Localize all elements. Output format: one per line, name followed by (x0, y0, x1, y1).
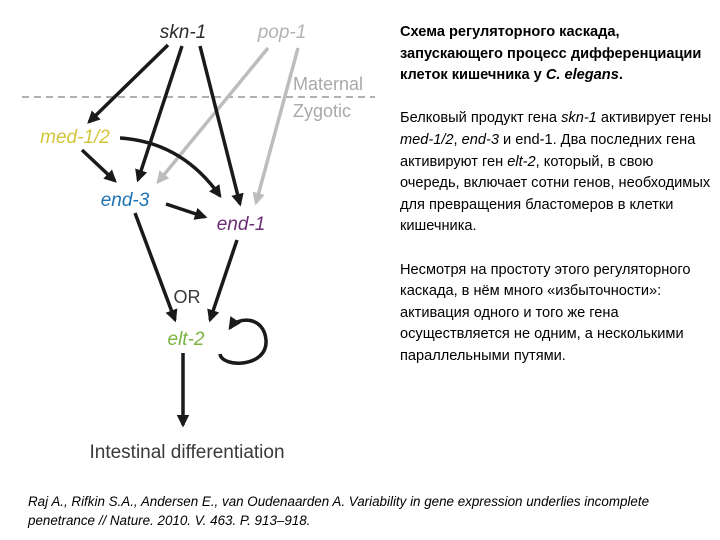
p1-text-b: активирует гены (596, 110, 712, 127)
gene-label-pop1: pop-1 (257, 22, 307, 43)
gene-label-end3: end-3 (101, 190, 150, 211)
arrow-elt2-self-loop (218, 316, 268, 365)
arrow-med12-to-end1 (119, 136, 222, 199)
arrow-end1-to-elt2 (207, 239, 239, 323)
gene-label-med12: med-1/2 (40, 127, 110, 148)
arrow-skn1-to-end1 (198, 45, 244, 207)
p1-gene-med12: med-1/2 (400, 131, 454, 148)
panel-title-end: . (618, 67, 623, 84)
arrow-pop1-to-end1 (252, 47, 300, 206)
arrow-end3-to-elt2 (133, 212, 178, 323)
panel-title-text: Схема регуляторного каскада, запускающег… (400, 24, 702, 84)
maternal-label: Maternal (293, 74, 363, 94)
or-label: OR (174, 287, 201, 307)
citation: Raj A., Rifkin S.A., Andersen E., van Ou… (28, 494, 650, 528)
p1-gene-skn1: skn-1 (561, 110, 597, 127)
gene-label-skn1: skn-1 (160, 22, 206, 43)
arrow-pop1-to-end3 (156, 46, 270, 184)
arrow-skn1-to-end3 (135, 45, 184, 183)
arrow-skn1-to-med12 (87, 43, 170, 124)
p1-text-a: Белковый продукт гена (400, 110, 562, 127)
p1-gene-elt2: elt-2 (507, 153, 536, 170)
p1-text-d: и end-1. Два последних гена активируют г… (400, 131, 696, 170)
panel-title-species: C. elegans (545, 67, 619, 84)
p1-text-e: , который, в свою очередь, включает сотн… (400, 153, 711, 235)
gene-label-end1: end-1 (217, 214, 266, 235)
panel-paragraph-2: Несмотря на простоту этого регуляторного… (400, 261, 691, 364)
arrow-med12-to-end3 (80, 148, 117, 183)
gene-label-elt2: elt-2 (168, 329, 205, 350)
p1-text-c: , (453, 131, 462, 148)
arrow-end3-to-end1 (165, 202, 208, 220)
panel-paragraph-1: Белковый продукт гена skn-1 активирует г… (400, 108, 716, 238)
regulatory-cascade-diagram: skn-1 pop-1 Maternal Zygotic med-1/2 end… (22, 22, 375, 463)
outcome-label: Intestinal differentiation (89, 442, 284, 463)
description-panel: Схема регуляторного каскада, запускающег… (400, 22, 716, 368)
zygotic-label: Zygotic (293, 101, 351, 121)
p1-gene-end3: end-3 (461, 131, 499, 148)
panel-title: Схема регуляторного каскада, запускающег… (400, 22, 716, 87)
